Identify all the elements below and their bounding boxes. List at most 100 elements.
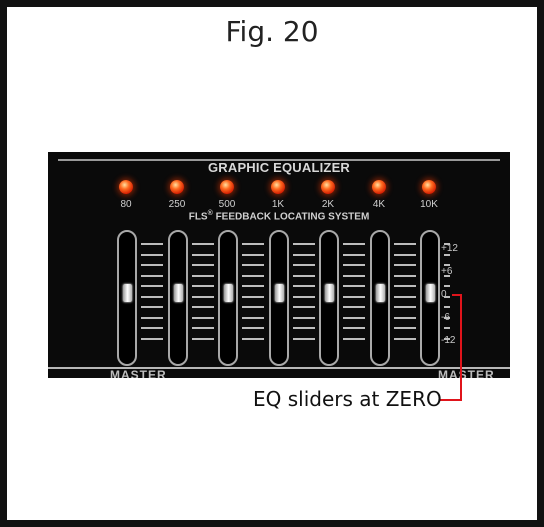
tick-mark bbox=[444, 316, 450, 319]
scale-label-minus12: -12 bbox=[441, 335, 456, 346]
tick-mark bbox=[192, 264, 214, 266]
tick-mark bbox=[242, 243, 264, 245]
led-250-indicator bbox=[170, 180, 184, 194]
tick-mark bbox=[343, 285, 365, 287]
tick-mark bbox=[192, 243, 214, 245]
fls-brand: FLS bbox=[188, 211, 208, 223]
slider-knob-80[interactable] bbox=[123, 284, 132, 302]
freq-label-250: 250 bbox=[168, 199, 186, 210]
tick-mark bbox=[444, 306, 450, 308]
tick-mark bbox=[141, 327, 163, 329]
tick-mark bbox=[394, 274, 416, 277]
figure-title: Fig. 20 bbox=[225, 15, 319, 48]
tick-mark bbox=[394, 243, 416, 245]
freq-label-4k: 4K bbox=[372, 199, 386, 210]
led-4k-indicator bbox=[372, 180, 386, 194]
fls-label: FLS® FEEDBACK LOCATING SYSTEM bbox=[48, 210, 510, 222]
tick-mark bbox=[444, 253, 450, 256]
eq-title: GRAPHIC EQUALIZER bbox=[207, 160, 351, 175]
tick-mark bbox=[293, 253, 315, 256]
tick-mark bbox=[141, 285, 163, 287]
tick-mark bbox=[141, 264, 163, 266]
tick-mark bbox=[394, 253, 416, 256]
tick-mark bbox=[293, 327, 315, 329]
led-1k-indicator bbox=[271, 180, 285, 194]
freq-label-2k: 2K bbox=[321, 199, 335, 210]
fls-description: FEEDBACK LOCATING SYSTEM bbox=[215, 211, 370, 223]
tick-mark bbox=[293, 337, 315, 340]
tick-mark bbox=[141, 306, 163, 308]
tick-mark bbox=[141, 243, 163, 245]
fls-registered-mark: ® bbox=[207, 210, 213, 217]
tick-mark bbox=[394, 295, 416, 298]
top-divider bbox=[58, 159, 500, 161]
callout-bracket-line bbox=[460, 294, 462, 401]
slider-knob-500[interactable] bbox=[224, 284, 233, 302]
slider-knob-4k[interactable] bbox=[376, 284, 385, 302]
tick-mark bbox=[192, 295, 214, 298]
tick-mark bbox=[293, 306, 315, 308]
scale-label-plus6: +6 bbox=[441, 266, 453, 277]
tick-mark bbox=[242, 264, 264, 266]
callout-bracket-top bbox=[452, 294, 462, 296]
tick-mark bbox=[343, 243, 365, 245]
freq-label-80: 80 bbox=[120, 199, 132, 210]
tick-mark bbox=[444, 295, 450, 298]
scale-label-minus6: -6 bbox=[441, 312, 450, 323]
bottom-divider bbox=[48, 367, 510, 369]
slider-knob-250[interactable] bbox=[174, 284, 183, 302]
tick-mark bbox=[343, 295, 365, 298]
footer-label-right: MASTER bbox=[438, 368, 495, 378]
tick-mark bbox=[293, 295, 315, 298]
tick-mark bbox=[444, 274, 450, 277]
tick-mark bbox=[242, 306, 264, 308]
graphic-equalizer-panel: GRAPHIC EQUALIZER 80 250 500 1K 2K 4K 10… bbox=[48, 152, 510, 378]
tick-mark bbox=[192, 327, 214, 329]
tick-mark bbox=[192, 285, 214, 287]
tick-mark bbox=[343, 327, 365, 329]
tick-mark bbox=[192, 306, 214, 308]
tick-mark bbox=[192, 274, 214, 277]
tick-mark bbox=[394, 306, 416, 308]
tick-mark bbox=[242, 274, 264, 277]
tick-mark bbox=[293, 285, 315, 287]
freq-label-10k: 10K bbox=[420, 199, 438, 210]
tick-mark bbox=[343, 316, 365, 319]
tick-mark bbox=[444, 337, 450, 340]
tick-mark bbox=[242, 285, 264, 287]
slider-knob-2k[interactable] bbox=[325, 284, 334, 302]
tick-mark bbox=[141, 274, 163, 277]
freq-label-500: 500 bbox=[218, 199, 236, 210]
tick-mark bbox=[394, 285, 416, 287]
slider-knob-1k[interactable] bbox=[275, 284, 284, 302]
tick-mark bbox=[444, 327, 450, 329]
tick-mark bbox=[141, 337, 163, 340]
tick-mark bbox=[242, 327, 264, 329]
tick-mark bbox=[343, 253, 365, 256]
tick-mark bbox=[444, 285, 450, 287]
tick-mark bbox=[343, 337, 365, 340]
footer-label-left: MASTER bbox=[110, 368, 167, 378]
led-500-indicator bbox=[220, 180, 234, 194]
tick-mark bbox=[192, 316, 214, 319]
tick-mark bbox=[242, 337, 264, 340]
tick-mark bbox=[141, 253, 163, 256]
callout-bracket-bottom bbox=[439, 399, 462, 401]
led-10k-indicator bbox=[422, 180, 436, 194]
tick-mark bbox=[242, 295, 264, 298]
tick-mark bbox=[444, 243, 450, 245]
tick-mark bbox=[293, 274, 315, 277]
tick-mark bbox=[293, 243, 315, 245]
callout-text: EQ sliders at ZERO bbox=[253, 387, 442, 411]
tick-mark bbox=[242, 316, 264, 319]
led-80-indicator bbox=[119, 180, 133, 194]
tick-mark bbox=[444, 264, 450, 266]
tick-mark bbox=[141, 295, 163, 298]
scale-label-plus12: +12 bbox=[441, 243, 458, 254]
tick-mark bbox=[394, 264, 416, 266]
tick-mark bbox=[293, 316, 315, 319]
tick-mark bbox=[293, 264, 315, 266]
tick-mark bbox=[192, 337, 214, 340]
slider-knob-10k[interactable] bbox=[426, 284, 435, 302]
tick-mark bbox=[394, 337, 416, 340]
